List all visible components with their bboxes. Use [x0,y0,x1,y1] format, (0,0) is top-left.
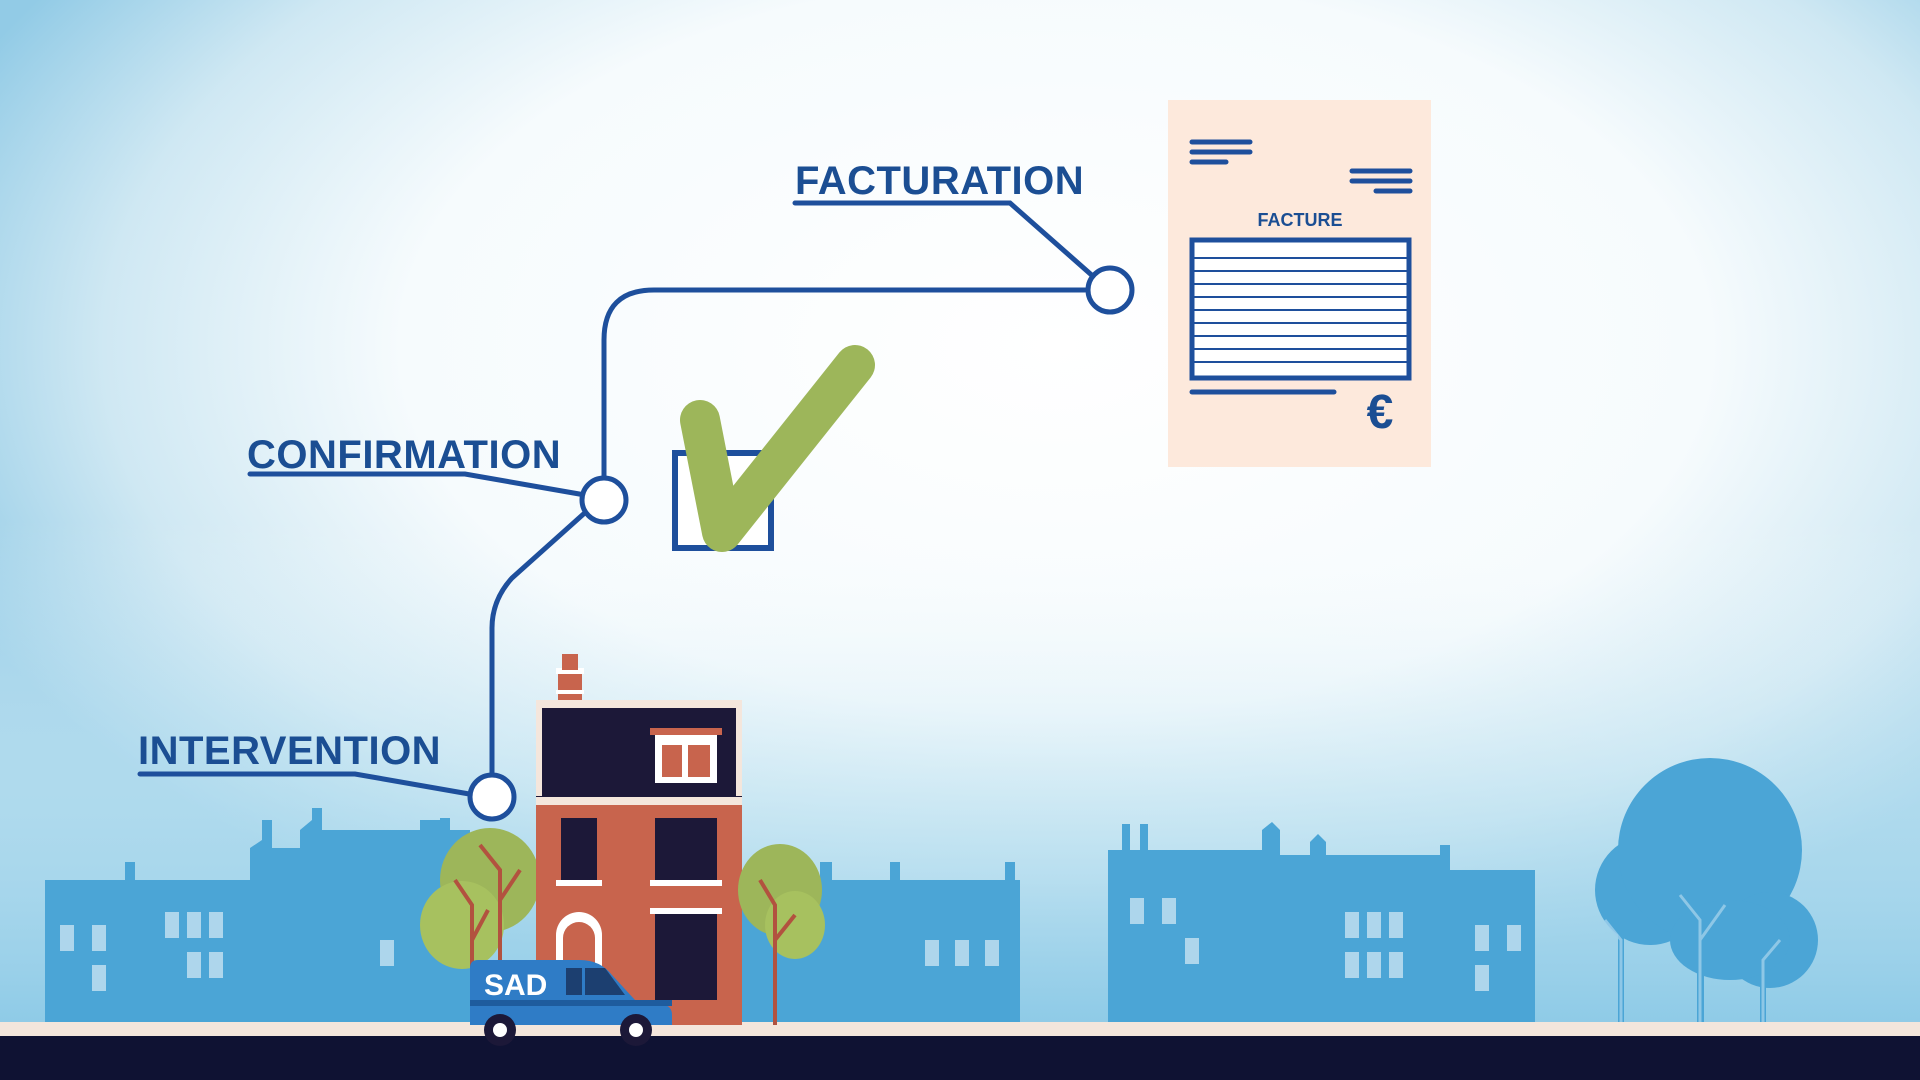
step-nodes [467,265,1135,822]
sad-van: SAD [470,960,672,1046]
intervention-leader [137,771,478,798]
confirmation-checkbox [672,345,875,552]
tree-right-of-house [738,844,825,1025]
facturation-node [1085,265,1135,315]
confirmation-node [579,475,629,525]
trees-right-branches [1603,894,1782,1025]
road [0,1036,1920,1080]
process-path [137,200,1098,798]
step-label-intervention: INTERVENTION [138,729,441,773]
step-label-confirmation: CONFIRMATION [247,433,561,477]
van-label: SAD [484,969,547,1002]
sidewalk [0,1022,1920,1036]
invoice-document: FACTURE € [1168,100,1431,467]
tree-left-of-house [420,828,540,1025]
intervention-node [467,772,517,822]
skyline-middle-windows [925,898,1521,991]
invoice-title: FACTURE [1258,210,1343,230]
skyline-left-windows [60,912,394,991]
trees-right [1595,758,1818,1025]
facturation-leader [792,200,1098,281]
euro-icon: € [1367,386,1394,439]
confirmation-leader [247,471,588,498]
step-label-facturation: FACTURATION [795,159,1084,203]
check-mark-icon [680,345,875,552]
